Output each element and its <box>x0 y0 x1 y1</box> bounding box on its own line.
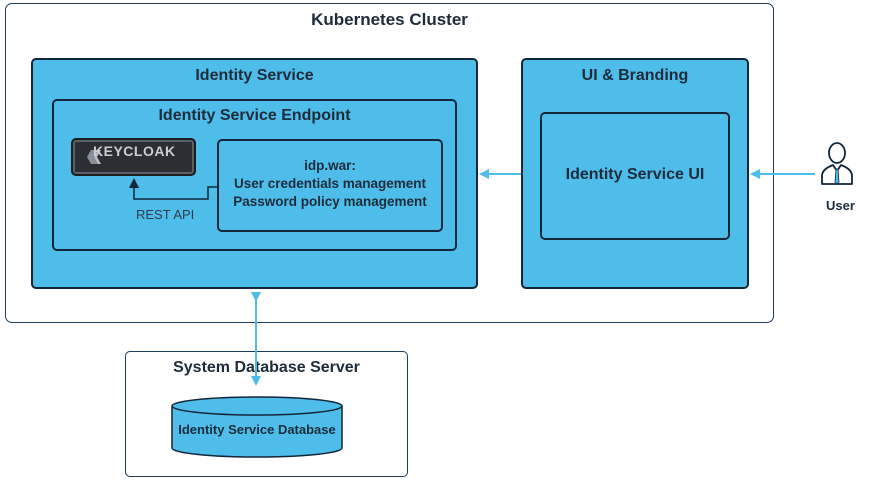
identity-service-ui-box: Identity Service UI <box>540 112 730 240</box>
user-person-icon <box>821 142 853 185</box>
identity-service-endpoint-title: Identity Service Endpoint <box>158 107 351 124</box>
identity-service-title: Identity Service <box>195 67 314 84</box>
system-database-server-title: System Database Server <box>173 359 360 376</box>
user-credentials-management-text: User credentials management <box>233 176 427 191</box>
system-database-server-box: System Database Server <box>125 351 408 477</box>
rest-api-label: REST API <box>136 207 195 222</box>
password-policy-management-text: Password policy management <box>233 194 427 209</box>
keycloak-emblem-icon <box>87 150 101 164</box>
user-label: User <box>826 198 855 213</box>
keycloak-logo-text: KEYCLOAK <box>93 143 176 159</box>
keycloak-logo-icon: KEYCLOAK <box>71 138 196 176</box>
identity-service-ui-label: Identity Service UI <box>565 166 705 183</box>
idp-war-box: idp.war: User credentials management Pas… <box>217 139 443 232</box>
idp-war-title: idp.war: <box>304 158 356 173</box>
kubernetes-cluster-title: Kubernetes Cluster <box>311 10 468 29</box>
ui-branding-title: UI & Branding <box>581 67 689 84</box>
